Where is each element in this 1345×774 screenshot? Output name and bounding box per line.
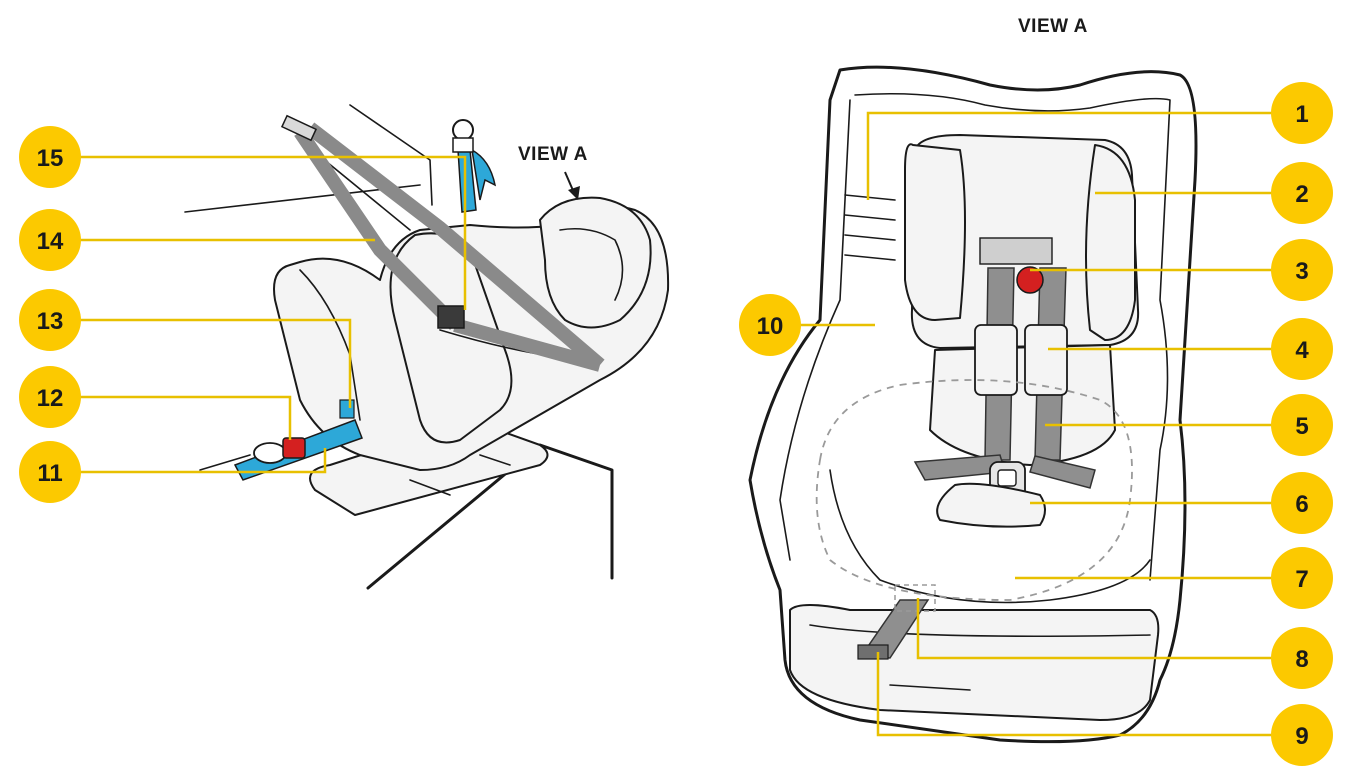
side-view-arrow-label: VIEW A [518,144,588,165]
svg-text:2: 2 [1295,181,1308,208]
svg-text:4: 4 [1295,337,1309,364]
leader-1 [866,111,1272,200]
callout-13: 13 [19,289,81,351]
leader-8 [916,598,1272,660]
leader-lines [80,111,1272,737]
front-view-illustration: VIEW A [748,16,1198,744]
svg-text:13: 13 [37,308,64,335]
svg-text:12: 12 [37,385,64,412]
svg-text:15: 15 [37,145,64,172]
svg-text:5: 5 [1295,413,1308,440]
callout-2: 2 [1271,162,1333,224]
callout-15: 15 [19,126,81,188]
leader-9 [876,652,1272,737]
callout-12: 12 [19,366,81,428]
front-view-label: VIEW A [1018,16,1088,37]
callout-11: 11 [19,441,81,503]
leader-12 [80,395,292,440]
svg-text:11: 11 [37,460,62,487]
callout-8: 8 [1271,627,1333,689]
callout-14: 14 [19,209,81,271]
leader-13 [80,318,352,408]
callout-3: 3 [1271,239,1333,301]
svg-text:1: 1 [1295,101,1308,128]
leader-11 [80,448,327,474]
callout-10: 10 [739,294,801,356]
svg-text:14: 14 [37,228,64,255]
svg-text:9: 9 [1295,723,1308,750]
svg-text:8: 8 [1295,646,1308,673]
callout-6: 6 [1271,472,1333,534]
svg-text:3: 3 [1295,258,1308,285]
callout-5: 5 [1271,394,1333,456]
side-view-illustration: VIEW A [184,104,670,590]
svg-text:10: 10 [757,313,784,340]
svg-text:6: 6 [1295,491,1308,518]
callout-4: 4 [1271,318,1333,380]
callout-1: 1 [1271,82,1333,144]
leader-15 [80,155,467,310]
svg-text:7: 7 [1295,566,1308,593]
callouts: 1 2 3 4 5 6 7 8 [19,82,1333,766]
callout-7: 7 [1271,547,1333,609]
callout-9: 9 [1271,704,1333,766]
